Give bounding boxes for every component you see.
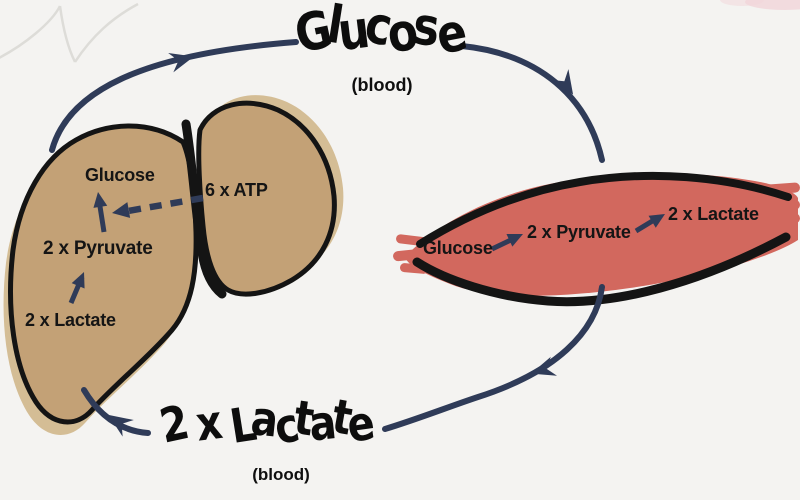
title-lactate-blood-subtext: (blood) <box>252 465 310 484</box>
liver-label-glucose: Glucose <box>85 165 155 185</box>
muscle-outline-top <box>416 171 792 248</box>
liver-right-lobe <box>196 100 337 297</box>
muscle-label-lactate: 2 x Lactate <box>668 204 759 224</box>
pink-smudge-small <box>720 0 764 6</box>
arrow-muscle-to-lactate <box>382 284 605 432</box>
corner-sketch-lines <box>0 2 139 63</box>
muscle-label-glucose: Glucose <box>423 238 493 258</box>
liver-crease <box>181 119 227 299</box>
arrow-liver-to-glucose <box>49 39 299 153</box>
arrowhead-lactate-to-pyruvate-liver <box>71 272 85 289</box>
arrow-glucose-to-muscle <box>459 43 605 163</box>
title-glucose-blood: Glucose <box>289 0 472 67</box>
arrowhead-atp <box>112 202 131 218</box>
liver-internal-arrows <box>68 192 204 304</box>
arrow-lactate-to-liver <box>81 387 151 436</box>
dashed-atp-arrow <box>121 194 204 216</box>
arrowhead-glucose-to-muscle <box>551 69 574 95</box>
liver-label-atp: 6 x ATP <box>205 180 268 200</box>
liver-left-lobe <box>8 123 199 425</box>
arrowhead-pyruvate-to-glucose-liver <box>93 192 108 208</box>
arrowhead-lactate-to-liver <box>108 414 134 437</box>
liver-label-pyruvate: 2 x Pyruvate <box>43 238 153 259</box>
muscle-outline-bottom <box>412 232 791 307</box>
arrowhead-muscle-to-lactate <box>531 356 558 376</box>
muscle-label-pyruvate: 2 x Pyruvate <box>527 222 631 242</box>
cycle-arrows <box>49 39 605 437</box>
arrowhead-glucose-to-pyruvate-muscle <box>506 233 523 247</box>
liver-label-lactate: 2 x Lactate <box>25 310 116 330</box>
muscle-internal-arrows <box>490 214 665 252</box>
muscle-shape <box>393 171 800 307</box>
arrowhead-liver-to-glucose <box>168 53 194 73</box>
arrowhead-pyruvate-to-lactate-muscle <box>648 214 665 228</box>
liver-shape <box>3 95 344 435</box>
title-glucose-blood-subtext: (blood) <box>351 75 413 95</box>
title-lactate-blood: 2 x Lactate <box>155 389 379 456</box>
